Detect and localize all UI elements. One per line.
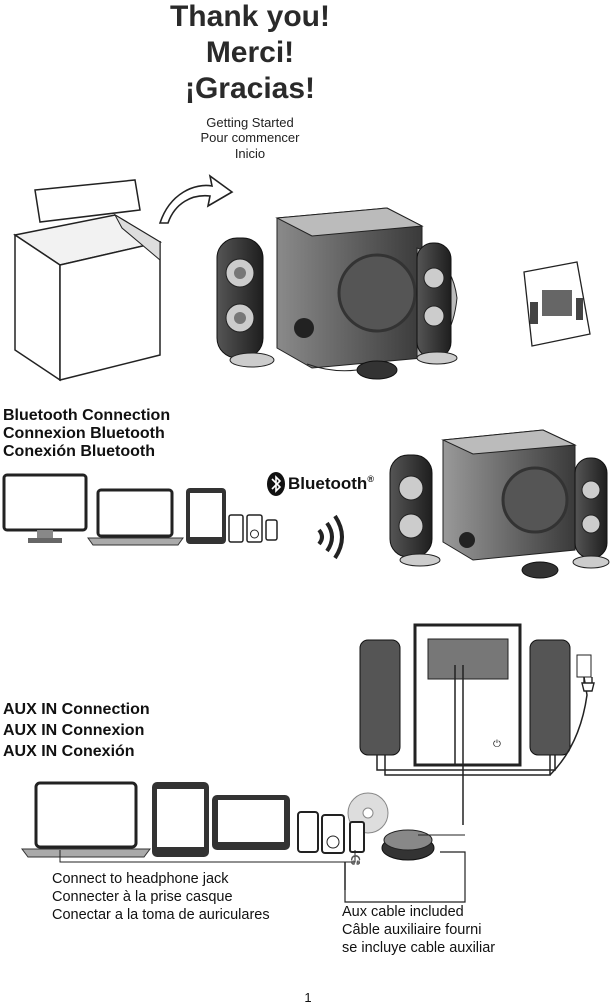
bluetooth-heading-es: Conexión Bluetooth (3, 443, 155, 460)
headphone-jack-icon: 🎧 (350, 855, 362, 865)
bluetooth-word: Bluetooth (288, 474, 368, 493)
bluetooth-logo-text: Bluetooth® (288, 474, 374, 494)
power-plug-icon (581, 677, 595, 692)
bluetooth-heading-en: Bluetooth Connection (3, 407, 171, 424)
cable-note-en: Aux cable included (342, 904, 464, 920)
cable-note-es: se incluye cable auxiliar (342, 940, 496, 956)
aux-heading-en: AUX IN Connection (3, 701, 150, 718)
box-icon (13, 179, 162, 382)
bluetooth-registered-mark: ® (367, 474, 374, 484)
music-player-icon (246, 514, 263, 543)
speaker-system-rear-icon: ⏻ (359, 623, 592, 825)
subtitle-inicio: Inicio (234, 146, 266, 161)
power-plug-icon: ⏻ (493, 739, 501, 750)
laptop-icon (21, 781, 151, 858)
jack-note-es: Conectar a la toma de auriculares (52, 907, 270, 923)
connection-lines (59, 834, 466, 903)
phone-icon (349, 821, 365, 853)
title-thank-you: Thank you! (169, 0, 330, 33)
monitor-icon (2, 473, 88, 543)
phone-icon (297, 811, 319, 853)
bluetooth-heading-fr: Connexion Bluetooth (3, 425, 165, 442)
manual-booklet-icon (523, 261, 591, 347)
page-number: 1 (304, 990, 312, 1005)
cable-note-fr: Câble auxiliaire fourni (342, 922, 482, 938)
aux-heading-es: AUX IN Conexión (3, 743, 135, 760)
title-merci: Merci! (205, 36, 295, 69)
bluetooth-logo-icon (267, 472, 285, 496)
speaker-system-icon (389, 429, 610, 579)
tablet-icon (212, 795, 290, 850)
tablet-icon (186, 488, 226, 544)
wireless-signal-icon (317, 514, 344, 560)
arrow-icon (158, 174, 234, 224)
jack-note-fr: Connecter à la prise casque (52, 889, 233, 905)
tablet-icon (152, 782, 209, 857)
subtitle-pour-commencer: Pour commencer (200, 130, 300, 145)
jack-note-en: Connect to headphone jack (52, 871, 229, 887)
music-player-icon (321, 814, 345, 854)
phone-icon (228, 514, 244, 543)
title-gracias: ¡Gracias! (184, 72, 316, 105)
speaker-system-icon (216, 207, 458, 380)
phone-icon (265, 519, 278, 541)
aux-heading-fr: AUX IN Connexion (3, 722, 145, 739)
laptop-icon (87, 488, 184, 546)
subtitle-getting-started: Getting Started (206, 115, 294, 130)
